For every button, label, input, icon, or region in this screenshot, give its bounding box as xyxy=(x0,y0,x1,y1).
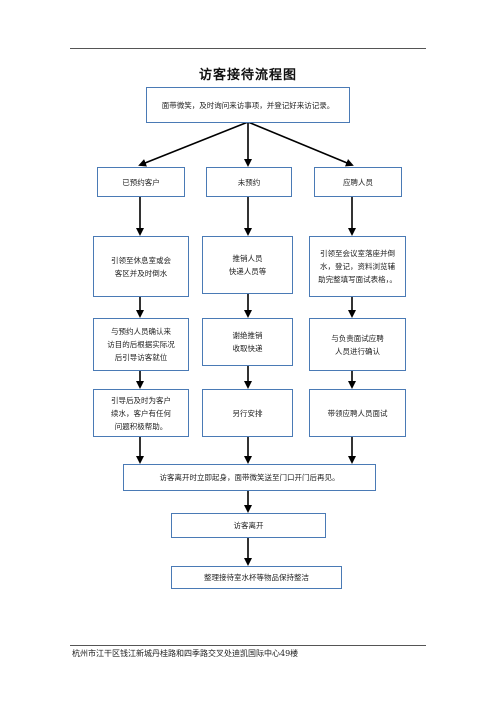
footer-address: 杭州市江干区钱江新城丹桂路和四季路交叉处迪凯国际中心49楼 xyxy=(72,649,299,658)
node-col1-header: 已预约客户 xyxy=(97,167,185,197)
node-col3-header: 应聘人员 xyxy=(314,167,402,197)
node-col2-step3: 另行安排 xyxy=(202,389,293,437)
node-col2-header: 未预约 xyxy=(206,167,292,197)
node-col1-step2: 与预约人员确认来 访目的后根据实际况 后引导访客就位 xyxy=(93,318,189,371)
arrow-start-to-col1 xyxy=(138,121,249,167)
page-title: 访客接待流程图 xyxy=(198,68,297,83)
node-col3-step2: 与负责面试应聘 人员进行确认 xyxy=(309,318,406,371)
node-col3-step1: 引领至会议室落座并倒 水，登记，资料浏览辅 助完整填写面试表格，。 xyxy=(309,236,406,297)
footer-rule xyxy=(70,645,426,646)
node-leave-instruction: 访客离开时立即起身，面带微笑送至门口开门后再见。 xyxy=(123,464,376,491)
node-tidy: 整理接待室水杯等物品保持整洁 xyxy=(171,566,342,589)
header-rule xyxy=(70,48,426,49)
node-col1-step1: 引领至休息室或会 客区并及时倒水 xyxy=(93,236,189,297)
node-col1-step3: 引导后及时为客户 续水，客户有任何 问题积极帮助。 xyxy=(93,389,189,437)
arrow-start-to-col3 xyxy=(247,121,354,167)
node-leave: 访客离开 xyxy=(171,513,326,538)
node-col3-step3: 带领应聘人员面试 xyxy=(309,389,406,437)
node-col2-step1: 推销人员 快递人员等 xyxy=(202,236,293,294)
node-col2-step2: 谢绝推销 收取快递 xyxy=(202,318,293,366)
node-start: 面带微笑，及时询问来访事项，并登记好来访记录。 xyxy=(146,87,350,123)
